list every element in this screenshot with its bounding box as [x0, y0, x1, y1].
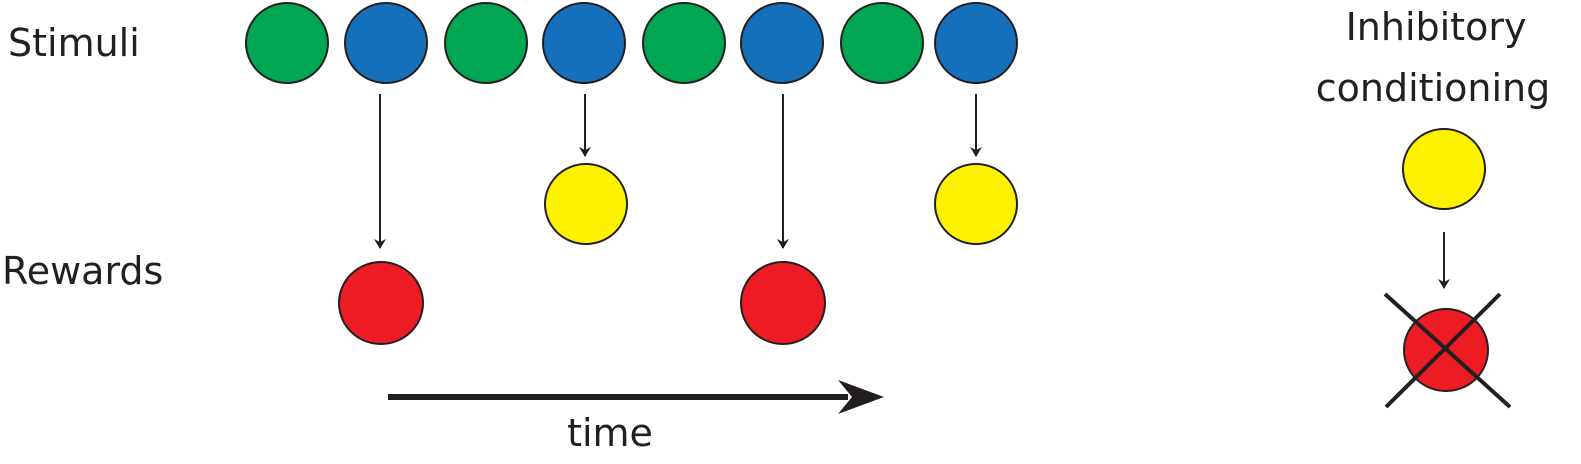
reward-circle-2	[740, 261, 826, 345]
stimulus-circle-3	[444, 2, 528, 84]
stimuli-label: Stimuli	[8, 21, 140, 65]
inhibitory-title-line1: Inhibitory	[1346, 5, 1527, 49]
inhibitory-cue-circle	[1402, 128, 1486, 210]
time-label: time	[567, 411, 653, 455]
rewards-label: Rewards	[2, 249, 163, 293]
stimulus-circle-5	[642, 2, 726, 84]
inhibitory-conditioning-panel: Inhibitory conditioning	[1316, 5, 1550, 409]
stimuli-row	[245, 2, 1018, 84]
stimulus-circle-1	[245, 2, 329, 84]
reward-circle-1	[338, 261, 424, 345]
stimulus-circle-4	[542, 2, 626, 84]
inhibitory-title-line2: conditioning	[1316, 66, 1550, 110]
inhibitor-circle-1	[544, 163, 628, 245]
pairing-arrows	[374, 94, 982, 249]
inhibitor-circle-2	[934, 163, 1018, 245]
stimulus-circle-6	[740, 2, 824, 84]
stimulus-circle-8	[934, 2, 1018, 84]
cross-out-icon	[1383, 292, 1512, 409]
stimulus-circle-2	[344, 2, 428, 84]
stimulus-circle-7	[840, 2, 924, 84]
time-arrow	[388, 380, 884, 414]
